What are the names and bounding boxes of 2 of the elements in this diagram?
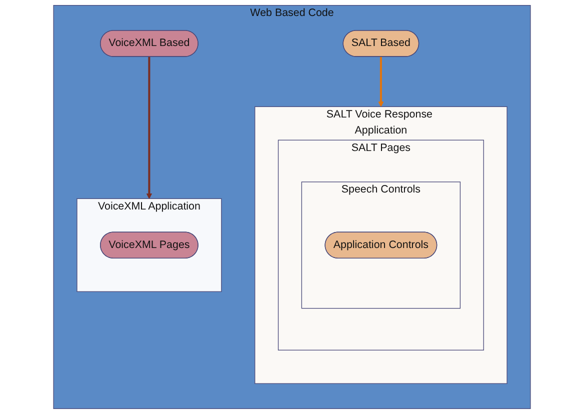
arrow — [146, 56, 152, 199]
arrow — [378, 56, 384, 107]
